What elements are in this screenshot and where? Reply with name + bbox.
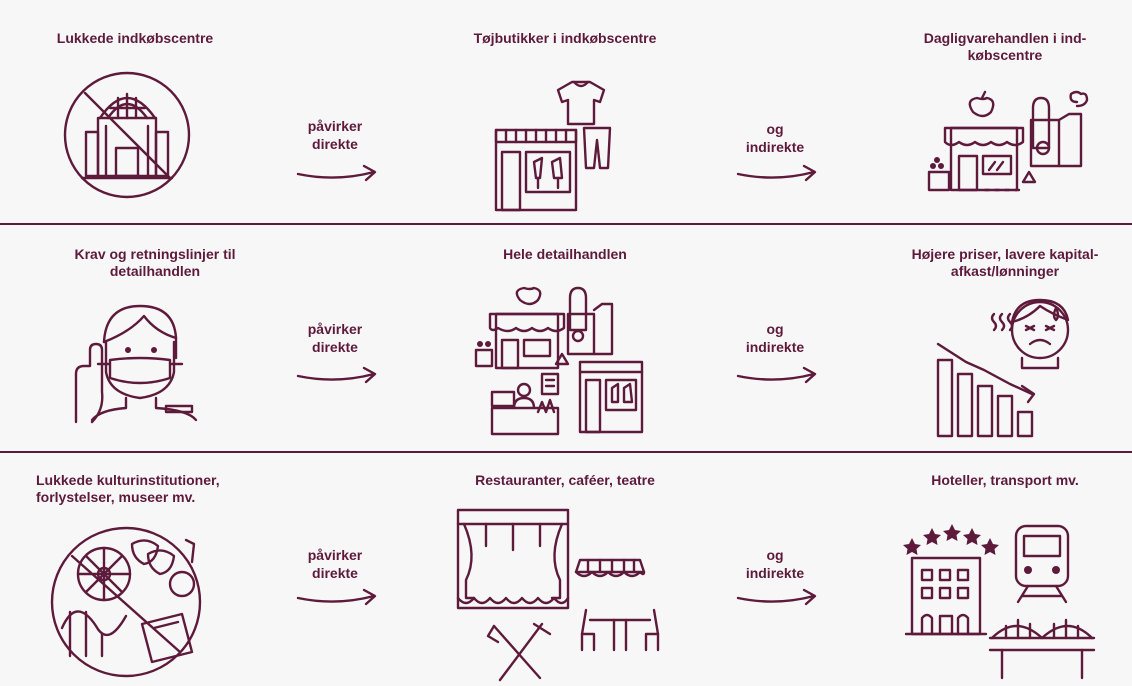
row1-cause-label: Lukkede indkøbscentre bbox=[56, 30, 214, 46]
row2-indirect-arrow-icon bbox=[736, 366, 817, 384]
row3-direct-connector-text: påvirker direkte bbox=[290, 546, 380, 582]
row1-indirect-connector-text: og indirekte bbox=[730, 120, 820, 156]
theater-cafe-icon bbox=[456, 508, 660, 682]
hotel-train-bridge-icon bbox=[903, 524, 1096, 680]
row1-indirect-target-label: Dagligvarehandlen i ind-købscentre bbox=[923, 30, 1087, 63]
declining-chart-stressed-person-icon bbox=[936, 298, 1070, 438]
row3-indirect-target-label: Hoteller, transport mv. bbox=[931, 472, 1079, 488]
row2-indirect-word2: indirekte bbox=[745, 339, 805, 355]
row3-direct-word2: direkte bbox=[312, 565, 358, 581]
row3-indirect-word2: indirekte bbox=[745, 565, 805, 581]
row3-direct-word1: påvirker bbox=[307, 547, 363, 563]
row1-indirect-arrow-icon bbox=[736, 164, 817, 182]
row3-indirect-word1: og bbox=[766, 547, 784, 563]
row2-direct-target-label: Hele detailhandlen bbox=[503, 246, 627, 262]
row3-direct-target-label: Restauranter, caféer, teatre bbox=[475, 472, 655, 488]
row2-direct-connector-text: påvirker direkte bbox=[290, 320, 380, 356]
retail-shops-icon bbox=[474, 286, 644, 436]
row1-direct-word1: påvirker bbox=[307, 118, 363, 134]
row-divider-2 bbox=[0, 451, 1132, 453]
row3-indirect-arrow-icon bbox=[736, 588, 817, 606]
row2-indirect-connector-text: og indirekte bbox=[730, 320, 820, 356]
row2-indirect-target-label: Højere priser, lavere kapital-afkast/løn… bbox=[911, 246, 1099, 279]
row2-direct-word1: påvirker bbox=[307, 321, 363, 337]
row1-direct-connector-text: påvirker direkte bbox=[290, 117, 380, 153]
row1-indirect-word1: og bbox=[766, 121, 784, 137]
row3-cause-label: Lukkede kulturinstitutioner,forlystelser… bbox=[36, 472, 220, 505]
clothing-store-icon bbox=[494, 80, 612, 212]
row3-direct-arrow-icon bbox=[296, 588, 377, 606]
row-divider-1 bbox=[0, 223, 1132, 225]
grocery-store-icon bbox=[927, 90, 1089, 192]
row2-direct-arrow-icon bbox=[296, 366, 377, 384]
row2-direct-word2: direkte bbox=[312, 339, 358, 355]
closed-amusement-icon bbox=[50, 526, 202, 678]
closed-mall-icon bbox=[63, 71, 191, 199]
row1-direct-word2: direkte bbox=[312, 136, 358, 152]
row1-direct-target-label: Tøjbutikker i indkøbscentre bbox=[473, 30, 657, 46]
row2-indirect-word1: og bbox=[766, 321, 784, 337]
row1-direct-arrow-icon bbox=[296, 164, 377, 182]
row3-indirect-connector-text: og indirekte bbox=[730, 546, 820, 582]
row1-indirect-word2: indirekte bbox=[745, 139, 805, 155]
masked-person-icon bbox=[74, 304, 198, 424]
